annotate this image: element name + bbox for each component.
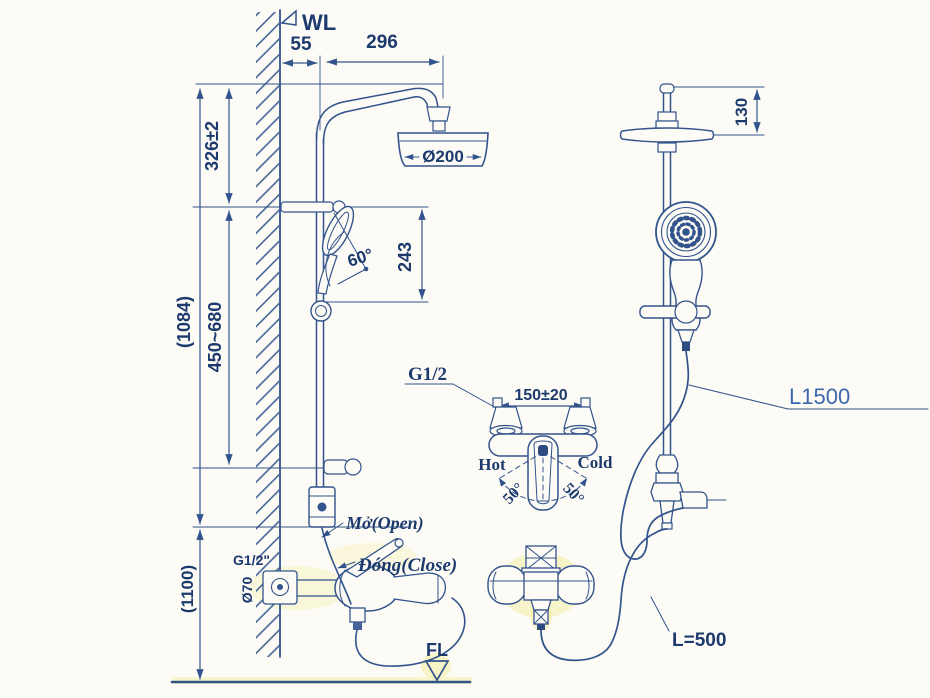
detail-thread-label: G1/2 [408, 364, 447, 385]
dim-head-diameter: Ø200 [422, 147, 464, 166]
slide-bracket-front [639, 300, 711, 324]
cold-label: Cold [578, 453, 614, 472]
dim-hand-shower-drop: 243 [395, 242, 415, 272]
dim-inlet-spacing: 150±20 [514, 387, 567, 404]
left-view [170, 9, 489, 684]
detail-view-labels: G1/2 150±20 Hot Cold 50° 50° [408, 364, 613, 508]
slide-bar-bottom-bracket [323, 458, 362, 476]
rail-bottom-connector [308, 486, 336, 528]
swing-left-label: 50° [500, 480, 528, 508]
water-line-label: WL [302, 10, 336, 35]
hose-outlet [679, 491, 708, 509]
mixer-hose-500 [540, 528, 668, 662]
mixer-detail-view [404, 383, 598, 511]
thread-leader [404, 383, 499, 410]
close-label: Đóng(Close) [357, 555, 457, 576]
swivel-angle-fan [325, 212, 369, 287]
tub-spout [393, 572, 447, 605]
hand-shower-front [655, 201, 717, 351]
mixer-handle-front [527, 435, 559, 511]
ball-joint [310, 300, 332, 322]
shower-arm [315, 87, 451, 144]
shower-hose-length-label: L1500 [789, 384, 850, 409]
wall-hatching [256, 12, 279, 657]
shower-hose-loop [355, 597, 466, 667]
dim-mixer-height: (1100) [178, 565, 197, 613]
hose-1500-leader [688, 384, 929, 410]
slide-bar-holder [280, 200, 346, 214]
water-line-marker-icon [280, 9, 297, 26]
bath-mixer-front [487, 545, 595, 630]
dim-head-to-holder: 326±2 [202, 121, 222, 171]
shower-hose-1500 [619, 350, 690, 560]
diverter-connector [650, 454, 727, 530]
dim-arm-reach: 296 [366, 32, 398, 53]
hose-500-leader [650, 596, 670, 632]
flange-diameter-label: Ø70 [239, 577, 255, 604]
inlet-connector-right [563, 397, 597, 438]
left-view-labels: WL 55 296 Ø200 326±2 450~680 (1084) (110… [174, 10, 464, 660]
swivel-angle-label: 60° [345, 245, 376, 271]
dim-overall-height: (1084) [174, 296, 194, 348]
rain-shower-head-side [397, 132, 489, 167]
rain-shower-head-edge [619, 127, 715, 143]
floor-level-marker-icon [424, 660, 450, 682]
right-view-labels: 130 L1500 L=500 [672, 98, 850, 651]
dim-slide-range: 450~680 [205, 302, 225, 373]
handle-swing-fan [498, 451, 588, 504]
hot-label: Hot [478, 455, 506, 474]
thread-size-label: G1/2" [233, 552, 270, 568]
dim-wall-offset: 55 [290, 34, 312, 55]
swing-right-label: 50° [559, 480, 587, 508]
floor-level-label: FL [426, 640, 448, 660]
right-view [487, 83, 929, 662]
mixer-hose-length-label: L=500 [672, 630, 726, 651]
dim-head-height: 130 [732, 98, 751, 126]
bath-mixer-side [262, 538, 447, 630]
open-label: Mở(Open) [345, 513, 424, 534]
